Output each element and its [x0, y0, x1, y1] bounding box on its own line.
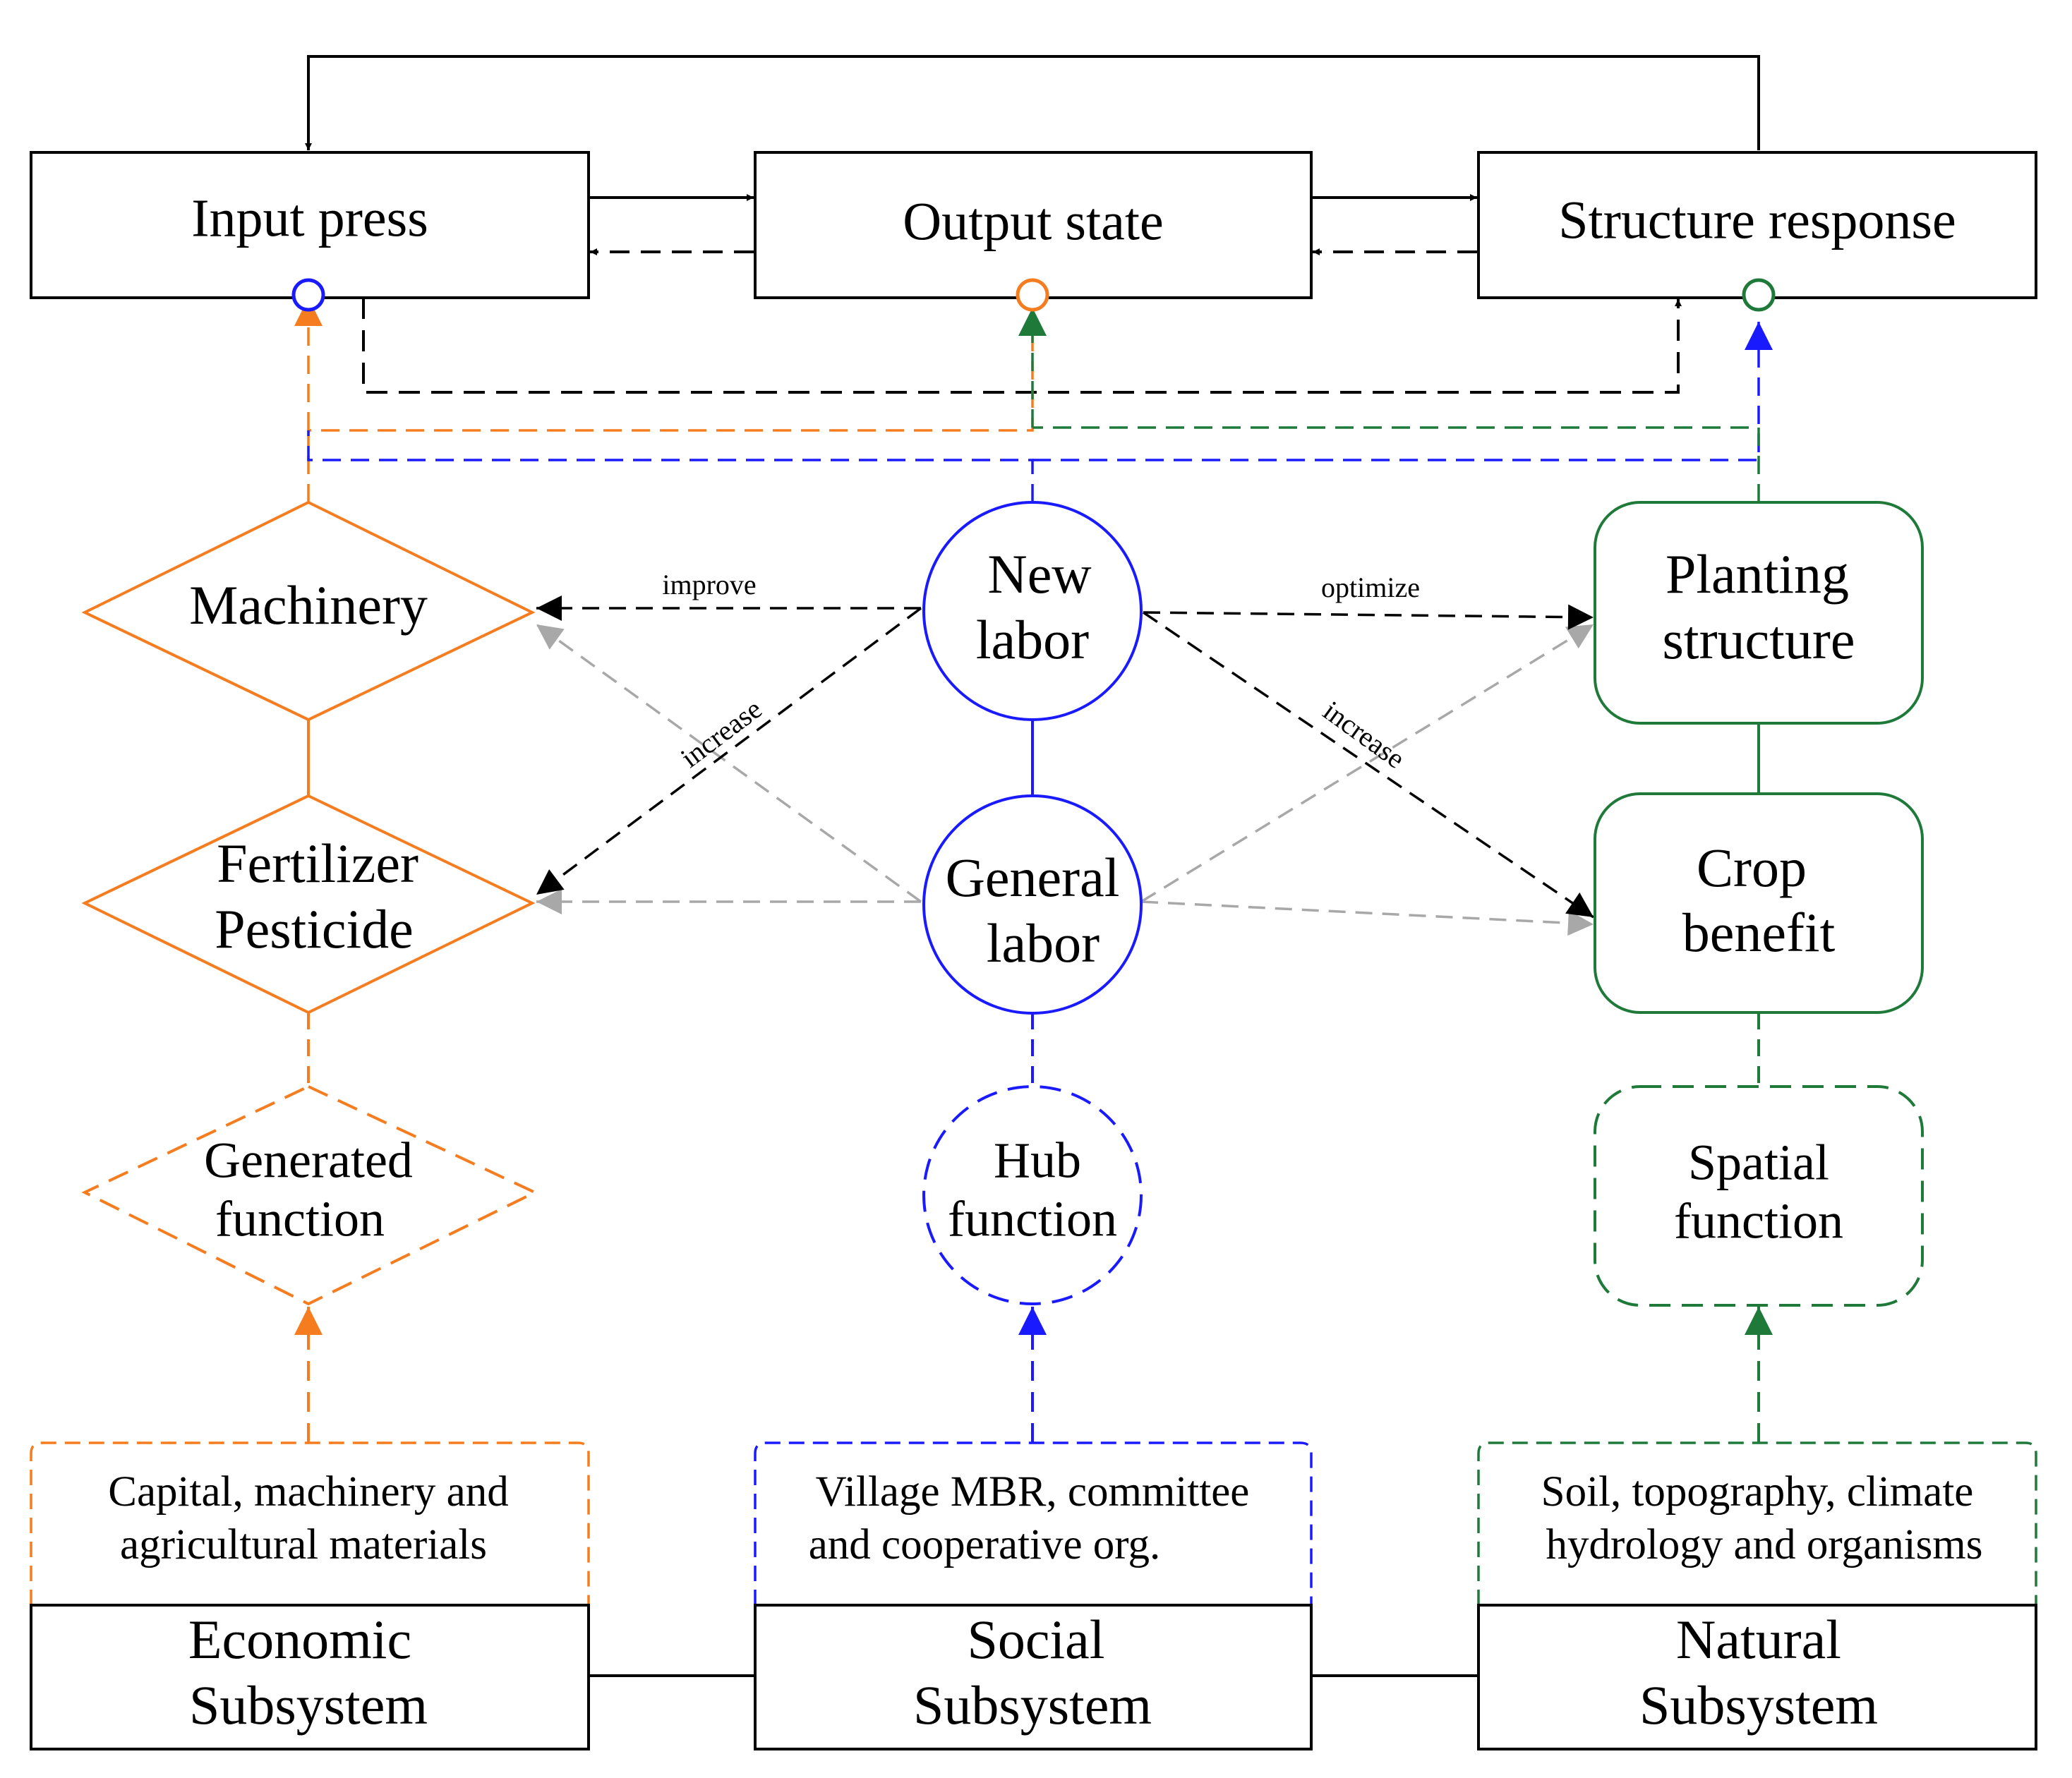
improve-label: improve — [662, 569, 756, 600]
optimize-arrow — [1143, 604, 1594, 630]
pesticide-label: Pesticide — [215, 898, 414, 960]
black-effect-arrows — [535, 595, 1594, 919]
social-source-line2: and cooperative org. — [809, 1521, 1161, 1568]
generated-function-node: Generated function — [81, 1084, 538, 1306]
economic-subsystem-box: Economic Subsystem — [30, 1604, 590, 1750]
hub-function-node: Hub function — [922, 1085, 1143, 1305]
social-source-box: Village MBR, committee and cooperative o… — [754, 1441, 1313, 1605]
planting-line2: structure — [1663, 609, 1855, 670]
new-labor-line1: New — [987, 543, 1091, 605]
hub-function-label: function — [948, 1191, 1117, 1247]
loop-back-arrow — [305, 55, 1760, 150]
input-to-structure-dashed-arrow — [362, 298, 1682, 394]
general-to-planting-arrow — [1140, 623, 1594, 903]
blue-feed-line — [307, 430, 1034, 502]
structure-response-label: Structure response — [1558, 190, 1956, 250]
natural-subsystem-line2: Subsystem — [1639, 1674, 1878, 1736]
input-press-label: Input press — [191, 188, 428, 248]
output-state-connector — [1016, 278, 1049, 312]
increase-right-label: increase — [1318, 694, 1411, 774]
fertilizer-pesticide-node: Fertilizer Pesticide — [81, 794, 536, 1015]
machinery-node: Machinery — [81, 500, 536, 722]
spatial-label: Spatial — [1688, 1135, 1829, 1191]
function-label: function — [215, 1191, 385, 1247]
social-subsystem-line2: Subsystem — [913, 1674, 1152, 1736]
crop-benefit-node: Crop benefit — [1594, 792, 1924, 1014]
green-feed-line — [1032, 426, 1760, 502]
optimize-label: optimize — [1321, 572, 1420, 603]
new-to-fertilizer-arrow — [535, 607, 922, 896]
input-press-connector — [291, 278, 325, 312]
crop-line2: benefit — [1682, 902, 1836, 963]
natural-source-box: Soil, topography, climate hydrology and … — [1477, 1441, 2037, 1605]
orange-feed-line — [307, 319, 1034, 502]
new-labor-node: New labor — [922, 501, 1143, 721]
top-feedback-arrows — [305, 55, 1760, 394]
spatial-function-label: function — [1674, 1193, 1843, 1250]
output-state-label: Output state — [903, 192, 1163, 251]
general-to-machinery-arrow — [535, 623, 922, 903]
structure-response-connector — [1742, 278, 1776, 312]
natural-subsystem-box: Natural Subsystem — [1477, 1604, 2037, 1750]
machinery-label: Machinery — [189, 574, 428, 636]
economic-source-line1: Capital, machinery and — [108, 1468, 508, 1516]
input-press-box: Input press — [30, 151, 590, 299]
general-labor-line2: labor — [987, 912, 1100, 974]
general-labor-line1: General — [946, 847, 1120, 908]
social-source-line1: Village MBR, committee — [816, 1468, 1250, 1516]
social-subsystem-box: Social Subsystem — [754, 1604, 1313, 1750]
generated-label: Generated — [204, 1132, 413, 1189]
blue-feed-arrow-to-structure — [1032, 322, 1773, 461]
natural-source-line2: hydrology and organisms — [1546, 1521, 1983, 1568]
fertilizer-label: Fertilizer — [217, 833, 418, 894]
planting-line1: Planting — [1666, 543, 1849, 605]
output-state-box: Output state — [754, 151, 1313, 299]
social-subsystem-line1: Social — [968, 1609, 1105, 1670]
general-labor-node: General labor — [922, 794, 1143, 1015]
economic-subsystem-line2: Subsystem — [189, 1674, 428, 1736]
crop-line1: Crop — [1697, 837, 1807, 898]
gray-effect-arrows — [535, 623, 1594, 936]
general-to-crop-arrow — [1140, 900, 1594, 936]
natural-subsystem-line1: Natural — [1676, 1609, 1841, 1670]
new-labor-line2: labor — [976, 609, 1089, 670]
planting-structure-node: Planting structure — [1594, 501, 1924, 725]
structure-response-box: Structure response — [1477, 151, 2037, 299]
new-to-crop-arrow — [1143, 611, 1594, 919]
subsystem-feed-lines — [294, 298, 1773, 502]
spatial-function-node: Spatial function — [1594, 1085, 1924, 1307]
hub-label: Hub — [994, 1132, 1081, 1189]
economic-source-line2: agricultural materials — [120, 1521, 487, 1568]
economic-subsystem-line1: Economic — [188, 1609, 411, 1670]
economic-source-box: Capital, machinery and agricultural mate… — [30, 1441, 590, 1605]
increase-left-label: increase — [675, 693, 768, 774]
natural-source-line1: Soil, topography, climate — [1541, 1468, 1974, 1516]
